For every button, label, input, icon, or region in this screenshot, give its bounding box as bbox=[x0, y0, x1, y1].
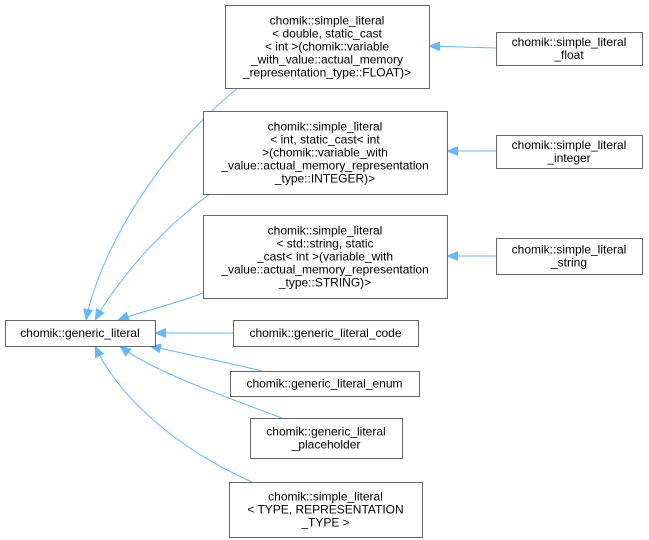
class-node-box bbox=[496, 238, 643, 275]
class-node-gl-code[interactable]: chomik::generic_literal_code bbox=[233, 320, 419, 347]
class-node-sl-type[interactable]: chomik::simple_literal< TYPE, REPRESENTA… bbox=[229, 482, 423, 538]
edge-sl_string_tpl-to-generic_literal bbox=[117, 292, 204, 321]
edges-layer bbox=[83, 41, 497, 483]
class-name-line: _value::actual_memory_representation bbox=[220, 263, 428, 277]
class-name-line: < int >(chomik::variable bbox=[265, 40, 389, 54]
class-name-line: chomik::simple_literal bbox=[268, 120, 383, 134]
nodes-layer: chomik::generic_literalchomik::simple_li… bbox=[5, 5, 643, 538]
class-name-line: _integer bbox=[546, 151, 590, 165]
class-name-line: chomik::simple_literal bbox=[268, 490, 383, 504]
class-name-line: < int, static_cast< int bbox=[270, 133, 380, 147]
class-name-line: chomik::simple_literal bbox=[512, 243, 627, 257]
class-name-line: _string bbox=[550, 256, 587, 270]
class-node-gl-placeholder[interactable]: chomik::generic_literal_placeholder bbox=[250, 418, 403, 459]
class-name-line: chomik::generic_literal bbox=[20, 326, 139, 340]
class-name-line: chomik::generic_literal_enum bbox=[246, 377, 402, 391]
class-node-box bbox=[5, 320, 156, 347]
class-name-line: _placeholder bbox=[291, 438, 361, 452]
edge-sl_int-to-generic_literal bbox=[94, 193, 211, 321]
class-name-line: chomik::simple_literal bbox=[270, 14, 385, 28]
class-node-box bbox=[496, 135, 643, 169]
edge-sl_float-to-sl_double bbox=[428, 41, 497, 52]
class-node-box bbox=[233, 320, 419, 347]
class-name-line: chomik::generic_literal_code bbox=[249, 326, 401, 340]
class-node-generic-literal[interactable]: chomik::generic_literal bbox=[5, 320, 156, 347]
class-node-box bbox=[203, 111, 448, 195]
class-name-line: _float bbox=[553, 48, 584, 62]
class-node-box bbox=[229, 482, 423, 538]
class-name-line: chomik::simple_literal bbox=[268, 224, 383, 238]
class-node-sl-string-tpl[interactable]: chomik::simple_literal< std::string, sta… bbox=[203, 215, 448, 299]
class-name-line: _representation_type::FLOAT)> bbox=[242, 66, 411, 80]
edge-sl_type-to-generic_literal bbox=[94, 345, 253, 483]
class-node-gl-enum[interactable]: chomik::generic_literal_enum bbox=[230, 371, 420, 397]
class-node-box bbox=[225, 5, 430, 89]
class-name-line: _type::STRING)> bbox=[278, 276, 371, 290]
class-node-sl-float[interactable]: chomik::simple_literal_float bbox=[496, 32, 643, 66]
class-node-box bbox=[496, 32, 643, 66]
class-node-sl-integer[interactable]: chomik::simple_literal_integer bbox=[496, 135, 643, 169]
class-node-sl-int[interactable]: chomik::simple_literal< int, static_cast… bbox=[203, 111, 448, 195]
class-name-line: _type::INTEGER)> bbox=[274, 172, 375, 186]
class-node-box bbox=[203, 215, 448, 299]
class-name-line: _TYPE > bbox=[300, 516, 349, 530]
edge-gl_enum-to-generic_literal bbox=[149, 343, 263, 372]
class-node-box bbox=[230, 371, 420, 397]
class-name-line: _value::actual_memory_representation bbox=[220, 159, 428, 173]
class-node-box bbox=[250, 418, 403, 459]
class-name-line: chomik::simple_literal bbox=[512, 138, 627, 152]
class-name-line: chomik::simple_literal bbox=[512, 35, 627, 49]
class-name-line: >(chomik::variable_with bbox=[262, 146, 388, 160]
class-name-line: < double, static_cast bbox=[272, 27, 382, 41]
class-name-line: _with_value::actual_memory bbox=[250, 53, 403, 67]
class-name-line: chomik::generic_literal bbox=[266, 425, 385, 439]
edge-gl_placeholder-to-generic_literal bbox=[119, 345, 283, 419]
class-name-line: < std::string, static bbox=[276, 237, 373, 251]
class-node-sl-string[interactable]: chomik::simple_literal_string bbox=[496, 238, 643, 275]
class-name-line: _cast< int >(variable_with bbox=[256, 250, 393, 264]
class-name-line: < TYPE, REPRESENTATION bbox=[247, 503, 403, 517]
class-node-sl-double[interactable]: chomik::simple_literal< double, static_c… bbox=[225, 5, 430, 89]
